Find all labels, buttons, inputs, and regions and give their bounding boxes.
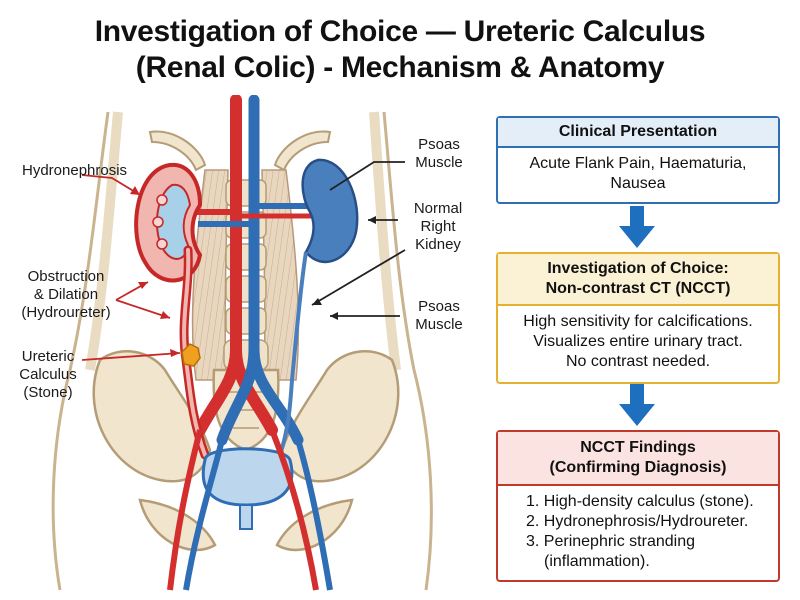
label-calculus-line-3: (Stone) bbox=[23, 384, 73, 401]
clinical-presentation-header: Clinical Presentation bbox=[498, 118, 778, 148]
flow-arrow-down-icon bbox=[619, 206, 655, 248]
label-kidney-line-2: Right bbox=[420, 218, 456, 235]
label-obstruction-line-2: & Dilation bbox=[33, 286, 99, 303]
label-psoas-top: Psoas Muscle bbox=[404, 136, 474, 172]
label-obstruction: Obstruction & Dilation (Hydroureter) bbox=[14, 268, 118, 322]
label-normal-kidney: Normal Right Kidney bbox=[400, 200, 476, 254]
investigation-box: Investigation of Choice: Non-contrast CT… bbox=[496, 252, 780, 384]
findings-header-line-2: (Confirming Diagnosis) bbox=[549, 459, 727, 476]
investigation-body-line-2: Visualizes entire urinary tract. bbox=[533, 333, 743, 350]
vena-cava bbox=[216, 95, 304, 446]
label-kidney-line-1: Normal bbox=[413, 200, 463, 217]
title-line-2: (Renal Colic) - Mechanism & Anatomy bbox=[135, 51, 665, 84]
flow-arrow-down-icon-2 bbox=[619, 384, 655, 426]
body-outline bbox=[51, 111, 433, 591]
pointer-heads bbox=[130, 186, 376, 357]
findings-header-line-1: NCCT Findings bbox=[580, 439, 696, 456]
label-calculus-line-2: Calculus bbox=[19, 366, 77, 383]
label-kidney-line-3: Kidney bbox=[415, 236, 461, 253]
investigation-header-line-2: Non-contrast CT (NCCT) bbox=[545, 280, 731, 297]
investigation-header-line-1: Investigation of Choice: bbox=[547, 260, 729, 277]
findings-header: NCCT Findings (Confirming Diagnosis) bbox=[498, 432, 778, 486]
label-hydronephrosis: Hydronephrosis bbox=[22, 162, 128, 179]
findings-item-2: 2. Hydronephrosis/Hydroureter. bbox=[526, 513, 749, 530]
page-title: Investigation of Choice — Ureteric Calcu… bbox=[0, 14, 800, 86]
clinical-body-line-1: Acute Flank Pain, Haematuria, bbox=[529, 155, 747, 172]
clinical-header-text: Clinical Presentation bbox=[558, 123, 718, 140]
anatomy-illustration bbox=[51, 95, 433, 591]
label-obstruction-line-1: Obstruction bbox=[27, 268, 105, 285]
bladder bbox=[201, 447, 294, 530]
femoral-vessels bbox=[167, 428, 333, 591]
label-psoas-top-line-1: Psoas bbox=[418, 136, 460, 153]
clinical-presentation-body: Acute Flank Pain, Haematuria, Nausea bbox=[498, 148, 778, 200]
renal-vessels bbox=[196, 203, 312, 227]
label-obstruction-line-3: (Hydroureter) bbox=[21, 304, 111, 321]
ureteric-stone bbox=[181, 343, 201, 367]
label-psoas-bottom: Psoas Muscle bbox=[404, 298, 474, 334]
ribs bbox=[148, 130, 332, 172]
findings-item-3: 3. Perinephric stranding (inflammation). bbox=[526, 533, 695, 570]
investigation-body: High sensitivity for calcifications. Vis… bbox=[498, 306, 778, 378]
findings-body: 1. High-density calculus (stone). 2. Hyd… bbox=[498, 486, 778, 578]
findings-box: NCCT Findings (Confirming Diagnosis) 1. … bbox=[496, 430, 780, 582]
label-psoas-top-line-2: Muscle bbox=[415, 154, 463, 171]
investigation-header: Investigation of Choice: Non-contrast CT… bbox=[498, 254, 778, 306]
label-psoas-bottom-line-2: Muscle bbox=[415, 316, 463, 333]
label-calculus-line-1: Ureteric bbox=[21, 348, 75, 365]
label-ureteric-calculus: Ureteric Calculus (Stone) bbox=[10, 348, 86, 402]
title-line-1: Investigation of Choice — Ureteric Calcu… bbox=[94, 15, 706, 48]
clinical-presentation-box: Clinical Presentation Acute Flank Pain, … bbox=[496, 116, 780, 204]
normal-kidney bbox=[278, 158, 359, 456]
investigation-body-line-1: High sensitivity for calcifications. bbox=[523, 313, 753, 330]
findings-item-1: 1. High-density calculus (stone). bbox=[526, 493, 754, 510]
investigation-body-line-3: No contrast needed. bbox=[565, 353, 711, 370]
clinical-body-line-2: Nausea bbox=[610, 175, 666, 192]
label-psoas-bottom-line-1: Psoas bbox=[418, 298, 460, 315]
